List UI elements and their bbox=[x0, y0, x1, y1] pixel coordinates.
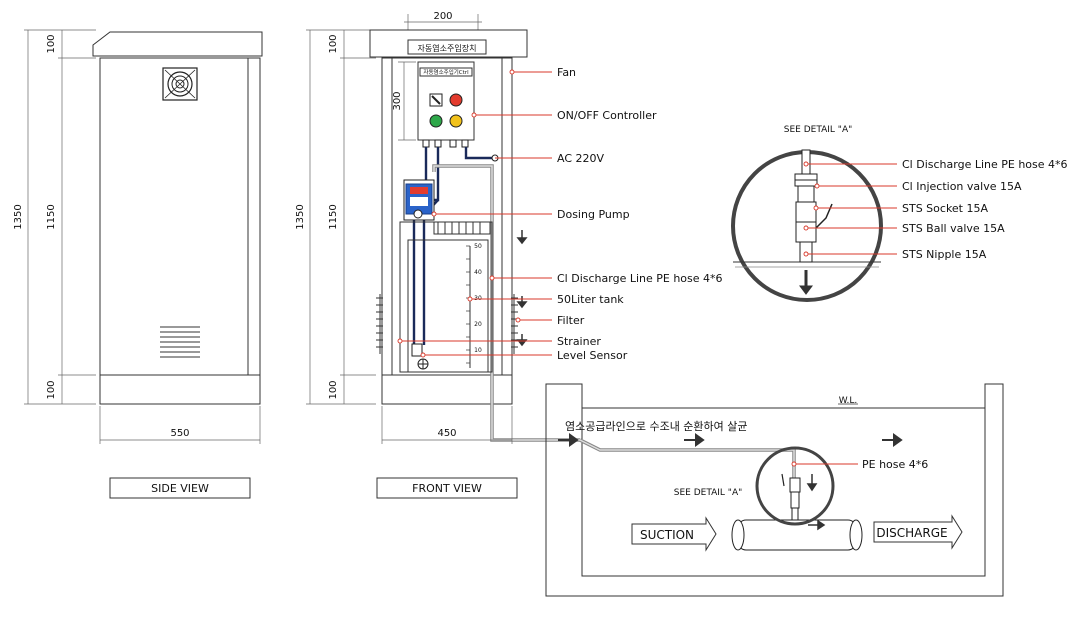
callout-cl-discharge-line: Cl Discharge Line PE hose 4*6 bbox=[557, 272, 723, 285]
front-dim-top: 100 bbox=[328, 34, 339, 53]
front-dim-body: 1150 bbox=[328, 204, 339, 229]
suction-label: SUCTION bbox=[640, 528, 694, 542]
detail-item-4: STS Ball valve 15A bbox=[902, 222, 1005, 235]
front-dim-bottom: 100 bbox=[328, 380, 339, 399]
filter-right bbox=[511, 294, 518, 354]
controller-dim: 300 bbox=[392, 91, 403, 110]
side-view: 100 1350 1150 100 bbox=[13, 29, 263, 499]
red-lamp-icon bbox=[449, 93, 463, 107]
callouts: Fan ON/OFF Controller AC 220V Dosing Pum… bbox=[397, 66, 723, 362]
detail-a: SEE DETAIL "A" Cl Discharge Line PE hose… bbox=[731, 125, 1068, 302]
detail-arrow-down-icon bbox=[799, 270, 813, 295]
side-roof bbox=[92, 31, 263, 57]
strainer bbox=[411, 343, 423, 357]
detail-item-2: Cl Injection valve 15A bbox=[902, 180, 1022, 193]
pe-hose-label: PE hose 4*6 bbox=[862, 458, 928, 471]
front-header-label: 자동염소주입장치 bbox=[418, 43, 477, 53]
main-pipe bbox=[731, 519, 863, 551]
basin-see-detail: SEE DETAIL "A" bbox=[674, 488, 742, 498]
detail-item-3: STS Socket 15A bbox=[902, 202, 988, 215]
callout-on-off-controller: ON/OFF Controller bbox=[557, 109, 657, 122]
green-lamp-icon bbox=[429, 114, 443, 128]
selector-switch-icon bbox=[429, 93, 443, 107]
detail-title: SEE DETAIL "A" bbox=[784, 125, 852, 135]
side-view-title: SIDE VIEW bbox=[151, 482, 209, 495]
side-view-title-box bbox=[109, 477, 251, 499]
tank-scale-50: 50 bbox=[474, 243, 482, 250]
basin-arrow-down-icon bbox=[806, 474, 818, 492]
yellow-lamp-icon bbox=[449, 114, 463, 128]
tank-scale-20: 20 bbox=[474, 321, 482, 328]
callout-tank: 50Liter tank bbox=[557, 293, 624, 306]
water-level-label: W.L. bbox=[839, 396, 858, 406]
callout-ac-220v: AC 220V bbox=[557, 152, 605, 165]
basin-note: 염소공급라인으로 수조내 순환하여 살균 bbox=[565, 419, 748, 433]
discharge-label: DISCHARGE bbox=[876, 526, 947, 540]
tank-50l: 50 40 30 20 10 bbox=[399, 221, 493, 373]
discharge-arrow bbox=[873, 514, 963, 550]
callout-level-sensor: Level Sensor bbox=[557, 349, 628, 362]
tank-scale-10: 10 bbox=[474, 347, 482, 354]
side-dim-bottom: 100 bbox=[46, 380, 57, 399]
tank-scale-30: 30 bbox=[474, 295, 482, 302]
front-dim-width: 450 bbox=[437, 428, 456, 439]
front-roof bbox=[369, 29, 528, 58]
side-louver bbox=[160, 326, 200, 358]
front-view-title: FRONT VIEW bbox=[412, 482, 482, 495]
front-base bbox=[381, 374, 513, 405]
side-dim-top: 100 bbox=[46, 34, 57, 53]
callout-filter: Filter bbox=[557, 314, 585, 327]
side-dim-total: 1350 bbox=[13, 204, 24, 229]
front-view-title-box bbox=[376, 477, 518, 499]
callout-fan: Fan bbox=[557, 66, 576, 79]
detail-item-5: STS Nipple 15A bbox=[902, 248, 987, 261]
front-dim-total: 1350 bbox=[295, 204, 306, 229]
dosing-pump bbox=[403, 179, 435, 221]
flow-arrow-right-icon bbox=[558, 433, 903, 447]
tank-scale-40: 40 bbox=[474, 269, 482, 276]
side-base bbox=[99, 374, 261, 405]
callout-strainer: Strainer bbox=[557, 335, 601, 348]
front-dim-top-width: 200 bbox=[433, 11, 452, 22]
pipe-arrow-right-icon bbox=[808, 519, 826, 531]
filter-left bbox=[376, 294, 383, 354]
side-dim-body: 1150 bbox=[46, 204, 57, 229]
detail-item-1: Cl Discharge Line PE hose 4*6 bbox=[902, 158, 1068, 171]
callout-dosing-pump: Dosing Pump bbox=[557, 208, 630, 221]
front-view: 100 1350 1150 100 200 자동염소주입장치 자동염소주입기Ct… bbox=[295, 11, 580, 499]
on-off-controller bbox=[417, 61, 475, 141]
side-fan-icon bbox=[162, 67, 198, 101]
basin: W.L. 염소공급라인으로 수조내 순환하여 살균 bbox=[545, 383, 1004, 597]
side-dim-width: 550 bbox=[170, 428, 189, 439]
flow-arrow-down-icon bbox=[516, 230, 528, 347]
level-sensor-icon bbox=[417, 358, 429, 370]
suction-arrow bbox=[631, 516, 717, 552]
controller-label: 자동염소주입기Ctrl bbox=[423, 68, 469, 76]
